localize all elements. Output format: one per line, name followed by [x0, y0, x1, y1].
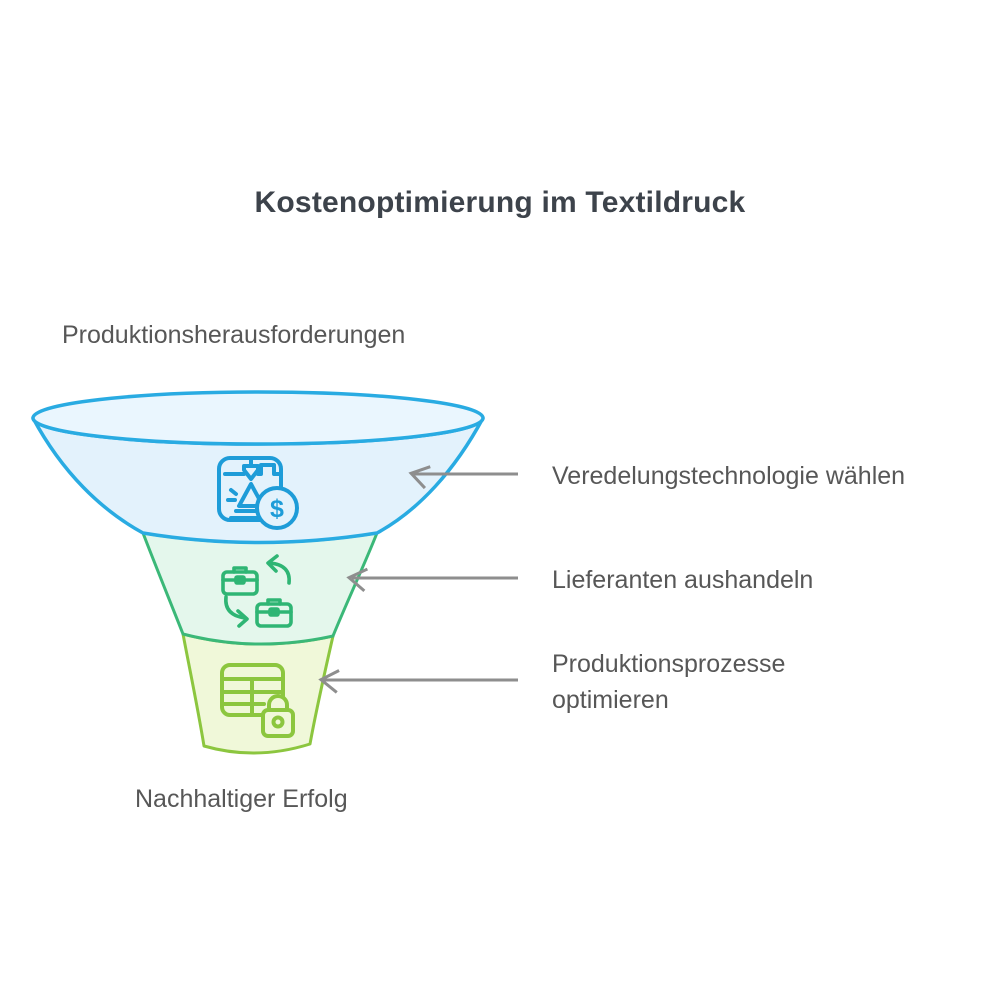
funnel-top-label: Produktionsherausforderungen: [62, 321, 406, 349]
funnel-rim-ellipse: [31, 390, 485, 446]
page-title: Kostenoptimierung im Textildruck: [254, 186, 746, 219]
dollar-glyph: $: [270, 495, 284, 523]
stage-1-label: Veredelungstechnologie wählen: [552, 462, 906, 490]
lock-keyhole: [271, 715, 285, 729]
stage-3-label: Produktionsprozesse optimieren: [552, 650, 786, 714]
arrow-stage-1: [408, 465, 518, 490]
dollar-circle-icon: [255, 486, 299, 530]
briefcase-exchange-icon: [221, 554, 293, 628]
arrow-stage-2: [346, 567, 518, 592]
print-technology-dollar-icon: $: [217, 456, 299, 530]
table-lock-icon: [220, 663, 295, 738]
lock-body: [261, 708, 295, 738]
funnel-bottom-label: Nachhaltiger Erfolg: [135, 785, 348, 813]
arrow-stage-3: [318, 669, 518, 694]
stage-2-label: Lieferanten aushandeln: [552, 566, 814, 594]
